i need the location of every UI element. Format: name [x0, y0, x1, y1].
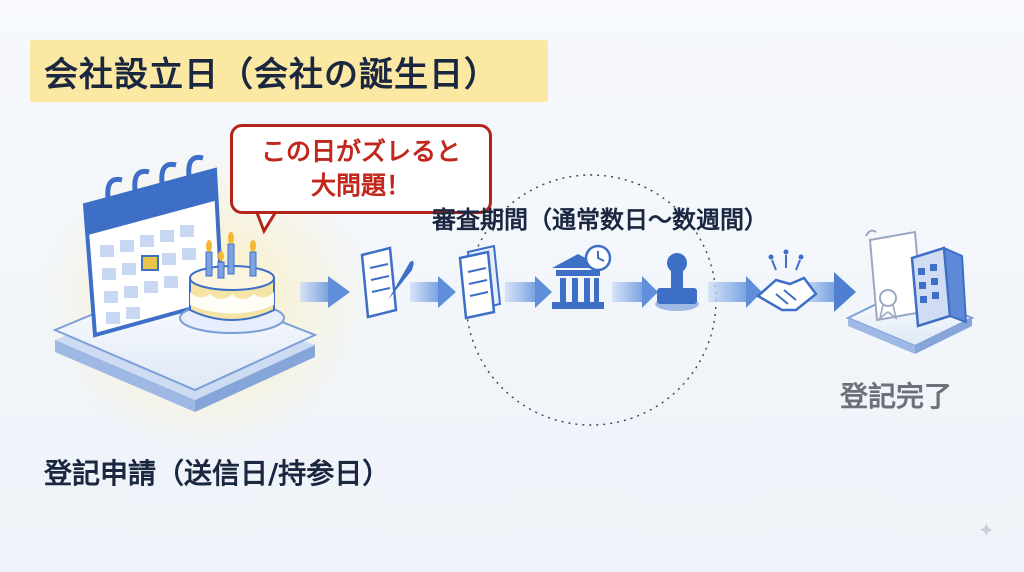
calendar-cake-icon [52, 154, 318, 412]
page-title: 会社設立日（会社の誕生日） [44, 54, 499, 95]
warning-callout: この日がズレると 大問題！ [230, 124, 492, 214]
stamp-icon [655, 253, 699, 311]
courthouse-clock-icon [552, 244, 612, 309]
review-period-label: 審査期間（通常数日〜数週間） [432, 206, 768, 234]
flow-arrow-2 [410, 276, 456, 308]
stacked-documents-icon [458, 244, 502, 320]
completion-label: 登記完了 [840, 380, 953, 413]
callout-line-1: この日がズレると [260, 137, 461, 166]
flow-arrow-5 [708, 276, 762, 308]
flow-arrow-4 [612, 276, 658, 308]
completion-certificate-building-icon [845, 229, 975, 354]
document-quill-icon [360, 246, 414, 319]
flow-arrow-1 [300, 276, 350, 308]
flow-arrow-3 [505, 276, 552, 308]
flow-arrows [300, 272, 856, 312]
highlighted-date [141, 255, 159, 271]
handshake-icon [755, 249, 818, 312]
application-label: 登記申請（送信日/持参日） [44, 457, 391, 490]
sparkle-icon: ✦ [978, 518, 995, 542]
callout-line-2: 大問題！ [310, 171, 411, 200]
title-banner: 会社設立日（会社の誕生日） [30, 40, 548, 102]
